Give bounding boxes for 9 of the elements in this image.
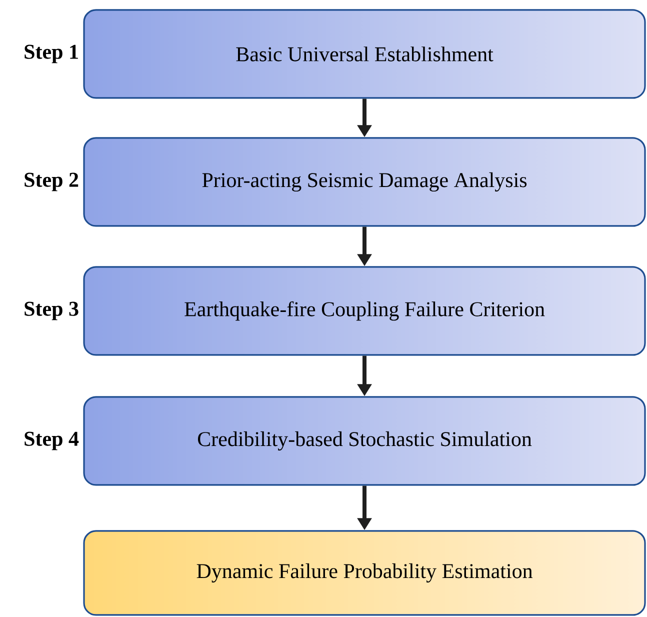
step-label: Step 3: [24, 302, 78, 320]
process-box: Earthquake-fire Coupling Failure Criterion: [83, 266, 646, 356]
process-box: Prior-acting Seismic Damage Analysis: [83, 137, 646, 227]
process-box: Basic Universal Establishment: [83, 9, 646, 99]
process-box: Dynamic Failure Probability Estimation: [83, 530, 646, 616]
process-box: Credibility-based Stochastic Simulation: [83, 396, 646, 486]
step-label: Step 2: [24, 172, 78, 192]
step-label: Step 4: [24, 432, 79, 450]
step-label: Step 1: [24, 44, 78, 64]
